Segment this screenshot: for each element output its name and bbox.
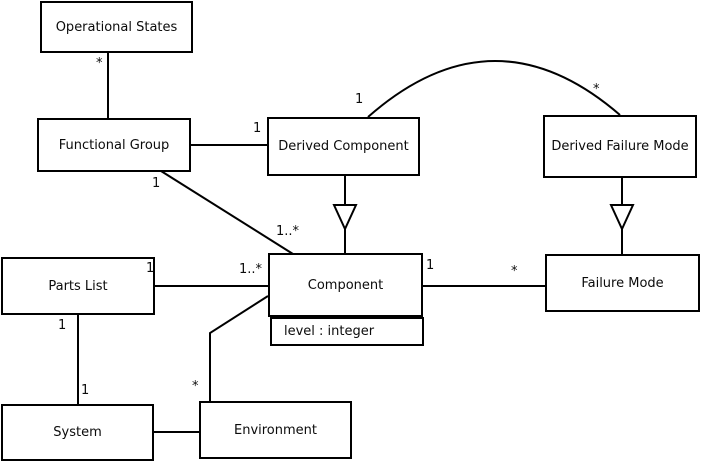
class-name: Derived Failure Mode xyxy=(551,139,689,154)
multiplicity-derived-component-arc-one: 1 xyxy=(355,92,364,107)
multiplicity-functional-group-derived-component-one: 1 xyxy=(253,121,262,136)
class-system[interactable]: System xyxy=(1,404,154,461)
multiplicity-parts-list-system-one-bottom: 1 xyxy=(81,383,90,398)
class-name: Environment xyxy=(233,422,317,438)
hollow-triangle-arrowhead-icon xyxy=(609,204,635,232)
generalization-derived-component-component xyxy=(332,176,358,254)
class-operational-states[interactable]: Operational States xyxy=(40,1,193,53)
multiplicity-derived-failure-mode-arc-star: * xyxy=(593,82,600,97)
multiplicity-parts-list-component-many: 1..* xyxy=(239,262,263,277)
class-name: Functional Group xyxy=(58,137,170,153)
edge-functional-group-component xyxy=(160,170,294,255)
class-parts-list[interactable]: Parts List xyxy=(1,257,155,315)
edge-derived-component-derived-failure-mode-arc xyxy=(367,60,621,118)
class-component[interactable]: Component xyxy=(268,253,423,317)
class-failure-mode[interactable]: Failure Mode xyxy=(545,254,700,312)
class-environment[interactable]: Environment xyxy=(199,401,352,459)
class-name: Component xyxy=(307,277,384,293)
hollow-triangle-arrowhead-icon xyxy=(332,204,358,232)
class-name: Operational States xyxy=(55,19,178,35)
multiplicity-operational-states-star: * xyxy=(96,56,103,71)
multiplicity-component-environment-star: * xyxy=(192,379,199,394)
class-derived-component[interactable]: Derived Component xyxy=(267,117,420,176)
multiplicity-component-failure-mode-one: 1 xyxy=(426,258,435,273)
multiplicity-functional-group-component-many: 1..* xyxy=(276,224,300,239)
multiplicity-parts-list-component-one: 1 xyxy=(146,261,155,276)
class-name: Parts List xyxy=(48,278,108,294)
class-name: Derived Component xyxy=(278,139,409,154)
class-name: Failure Mode xyxy=(581,275,664,291)
generalization-derived-failure-mode-failure-mode xyxy=(609,178,635,255)
class-derived-failure-mode[interactable]: Derived Failure Mode xyxy=(543,115,697,178)
class-name: System xyxy=(53,425,102,440)
edge-component-environment xyxy=(209,295,269,402)
multiplicity-component-failure-mode-star: * xyxy=(511,264,518,279)
multiplicity-functional-group-component-one: 1 xyxy=(152,176,161,191)
multiplicity-parts-list-system-one-top: 1 xyxy=(58,318,67,333)
class-component-attributes[interactable]: level : integer xyxy=(270,317,424,346)
class-functional-group[interactable]: Functional Group xyxy=(37,118,191,172)
attribute-label: level : integer xyxy=(284,324,375,339)
